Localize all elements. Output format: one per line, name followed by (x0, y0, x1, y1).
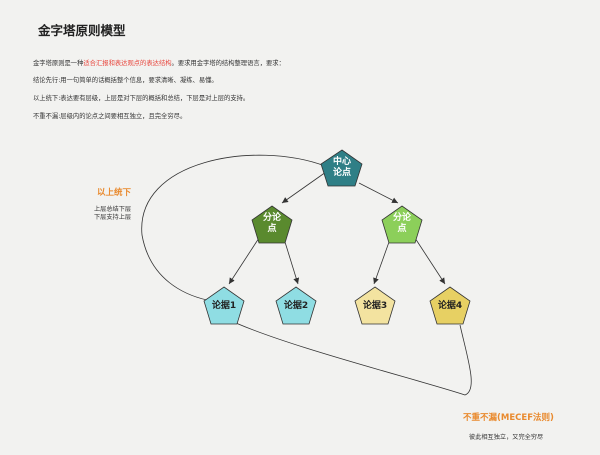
top-down-title: 以上统下 (97, 188, 132, 198)
mece-note: 彼此相互独立，又完全穷尽 (469, 434, 544, 441)
node-ev1: 论据1 (211, 301, 237, 311)
edge-center-to-sub-left (281, 171, 327, 204)
edge-center-to-sub-right (358, 182, 399, 204)
mece-title: 不重不漏(MECEF法则) (463, 413, 554, 423)
edge-sub-right-to-ev4 (414, 237, 446, 285)
top-down-note-1: 上层总结下层 (94, 206, 132, 213)
principle-mece: 不重不漏:层级内的论点之间要相互独立，且完全穷尽。 (33, 113, 187, 120)
page-title: 金字塔原则模型 (38, 23, 126, 38)
top-down-bracket (141, 154, 326, 301)
node-sub-right-line1: 分论 (392, 213, 411, 223)
node-ev2-shape (275, 286, 317, 325)
node-center-shape (320, 149, 363, 187)
node-ev4-shape (429, 286, 471, 325)
node-sub-left-shape (251, 205, 293, 244)
node-sub-right: 分论 点 (387, 213, 417, 235)
principle-top-down: 以上统下:表达要有层级，上层是对下层的概括和总结，下层是对上层的支持。 (33, 95, 250, 102)
node-center: 中心 论点 (327, 157, 357, 179)
edge-sub-right-to-ev3 (373, 241, 390, 285)
intro-paragraph: 金字塔原则是一种适合汇报和表达观点的表达结构。要求用金字塔的结构整理语言，要求： (33, 58, 285, 67)
node-ev3: 论据3 (362, 301, 388, 311)
node-sub-left: 分论 点 (257, 213, 287, 235)
node-center-line1: 中心 (332, 157, 351, 167)
node-ev3-shape (354, 286, 396, 325)
edge-sub-left-to-ev1 (228, 237, 260, 285)
node-center-line2: 论点 (332, 168, 351, 178)
edge-sub-left-to-ev2 (284, 241, 300, 285)
intro-highlight: 适合汇报和表达观点的表达结构 (83, 60, 172, 67)
mece-bracket (224, 317, 472, 396)
node-sub-right-line2: 点 (397, 224, 407, 234)
node-ev2: 论据2 (283, 301, 309, 311)
intro-text-start: 金字塔原则是一种 (33, 60, 84, 67)
top-down-note-2: 下层支持上层 (94, 214, 132, 221)
intro-text-end: 。要求用金字塔的结构整理语言，要求： (171, 60, 285, 67)
principle-conclusion-first: 结论先行:用一句简单的话概括整个信息，要求清晰、凝练、易懂。 (33, 77, 218, 84)
node-ev4: 论据4 (437, 301, 463, 311)
node-ev1-shape (203, 286, 245, 325)
node-sub-right-shape (381, 205, 423, 244)
node-sub-left-line2: 点 (267, 224, 277, 234)
node-sub-left-line1: 分论 (262, 213, 281, 223)
